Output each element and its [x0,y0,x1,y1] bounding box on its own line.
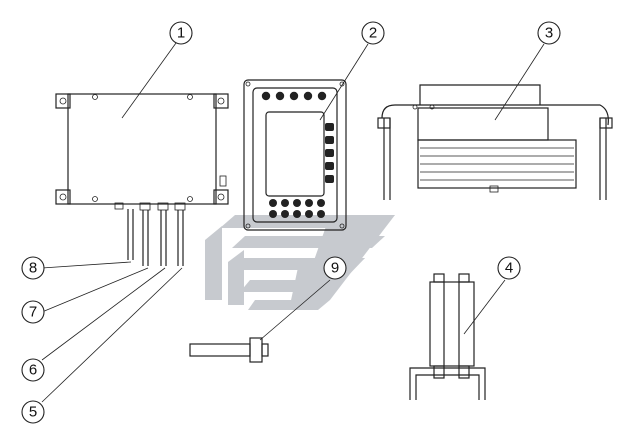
callout-1: 1 [169,21,193,45]
svg-text:5: 5 [29,404,37,421]
callout-5: 5 [21,400,45,424]
svg-text:7: 7 [29,304,37,321]
svg-text:4: 4 [505,260,513,277]
svg-text:9: 9 [331,260,339,277]
callout-3: 3 [537,21,561,45]
svg-text:6: 6 [29,362,37,379]
leader-lines [41,42,545,403]
cables [127,209,184,266]
callout-9: 9 [323,256,347,280]
svg-text:3: 3 [545,25,553,42]
watermark-logo [205,215,395,310]
svg-text:2: 2 [369,25,377,42]
junction-box [55,93,229,211]
callout-7: 7 [21,300,45,324]
callout-2: 2 [361,21,385,45]
reel-assembly [377,84,613,200]
pin [189,337,269,363]
bracket [409,273,486,400]
svg-text:8: 8 [29,260,37,277]
svg-text:1: 1 [177,25,185,42]
callout-8: 8 [21,256,45,280]
display-panel [243,79,347,231]
callout-4: 4 [497,256,521,280]
callout-6: 6 [21,358,45,382]
